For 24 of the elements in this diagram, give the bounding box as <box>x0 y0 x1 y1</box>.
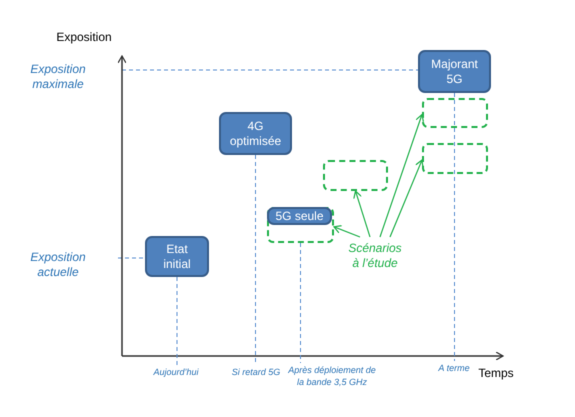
axis-label: Exposition actuelle <box>29 250 87 280</box>
axis-title: Temps <box>478 366 514 381</box>
stage-box: 4G optimisée <box>219 112 292 155</box>
stage-box: Majorant 5G <box>418 50 491 93</box>
leader-line <box>300 242 301 364</box>
empty-scenario-box <box>323 160 388 191</box>
leader-line <box>176 276 178 366</box>
stage-box: Etat initial <box>145 236 209 277</box>
axis-label: Exposition maximale <box>29 62 87 92</box>
tick-label: Si retard 5G <box>225 365 287 378</box>
tick-label: A terme <box>435 361 473 374</box>
tick-label: Aujourd’hui <box>148 365 204 378</box>
empty-scenario-box <box>267 207 334 243</box>
arrow <box>353 190 371 238</box>
axis-title: Exposition <box>56 30 112 45</box>
tick-label: Après déploiement de la bande 3,5 GHz <box>286 363 378 389</box>
annotation-text: Scénarios à l’étude <box>345 237 405 275</box>
leader-line <box>454 92 455 362</box>
empty-scenario-box <box>422 143 488 174</box>
arrow <box>389 159 424 238</box>
empty-scenario-box <box>422 98 488 128</box>
arrow <box>333 225 360 238</box>
arrow <box>379 114 424 238</box>
stage-box: 5G seule <box>267 207 332 225</box>
